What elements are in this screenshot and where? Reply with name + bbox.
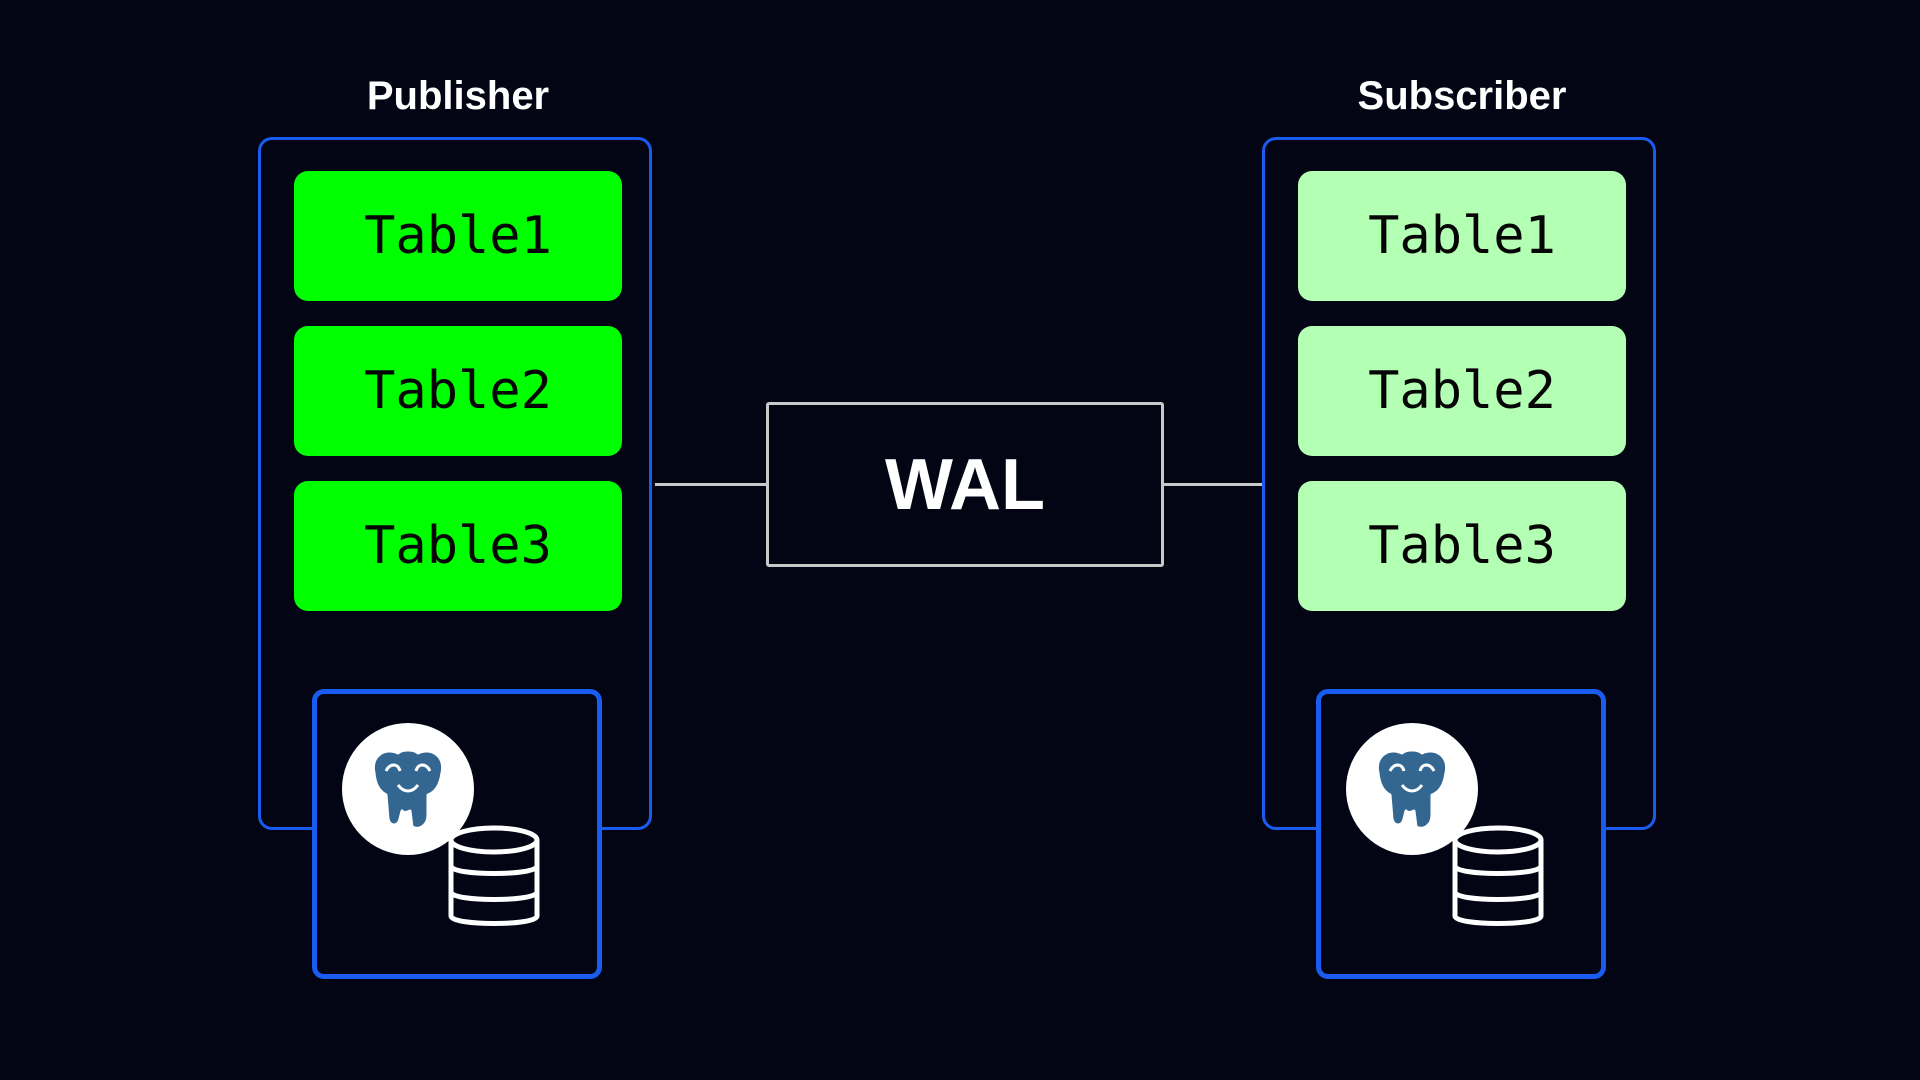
subscriber-table-3: Table3 <box>1298 481 1626 611</box>
publisher-database-panel <box>312 689 602 979</box>
publisher-table-1: Table1 <box>294 171 622 301</box>
database-stack-icon <box>1452 825 1544 926</box>
publisher-table-2: Table2 <box>294 326 622 456</box>
wal-box: WAL <box>766 402 1164 567</box>
publisher-title: Publisher <box>366 74 550 118</box>
subscriber-table-1: Table1 <box>1298 171 1626 301</box>
subscriber-table-2: Table2 <box>1298 326 1626 456</box>
subscriber-title: Subscriber <box>1357 74 1567 118</box>
publisher-table-3: Table3 <box>294 481 622 611</box>
postgresql-elephant-icon <box>1346 723 1478 855</box>
wal-subscriber-connector <box>1164 483 1262 486</box>
subscriber-database-panel <box>1316 689 1606 979</box>
publisher-wal-connector <box>655 483 766 486</box>
postgresql-elephant-icon <box>342 723 474 855</box>
database-stack-icon <box>448 825 540 926</box>
